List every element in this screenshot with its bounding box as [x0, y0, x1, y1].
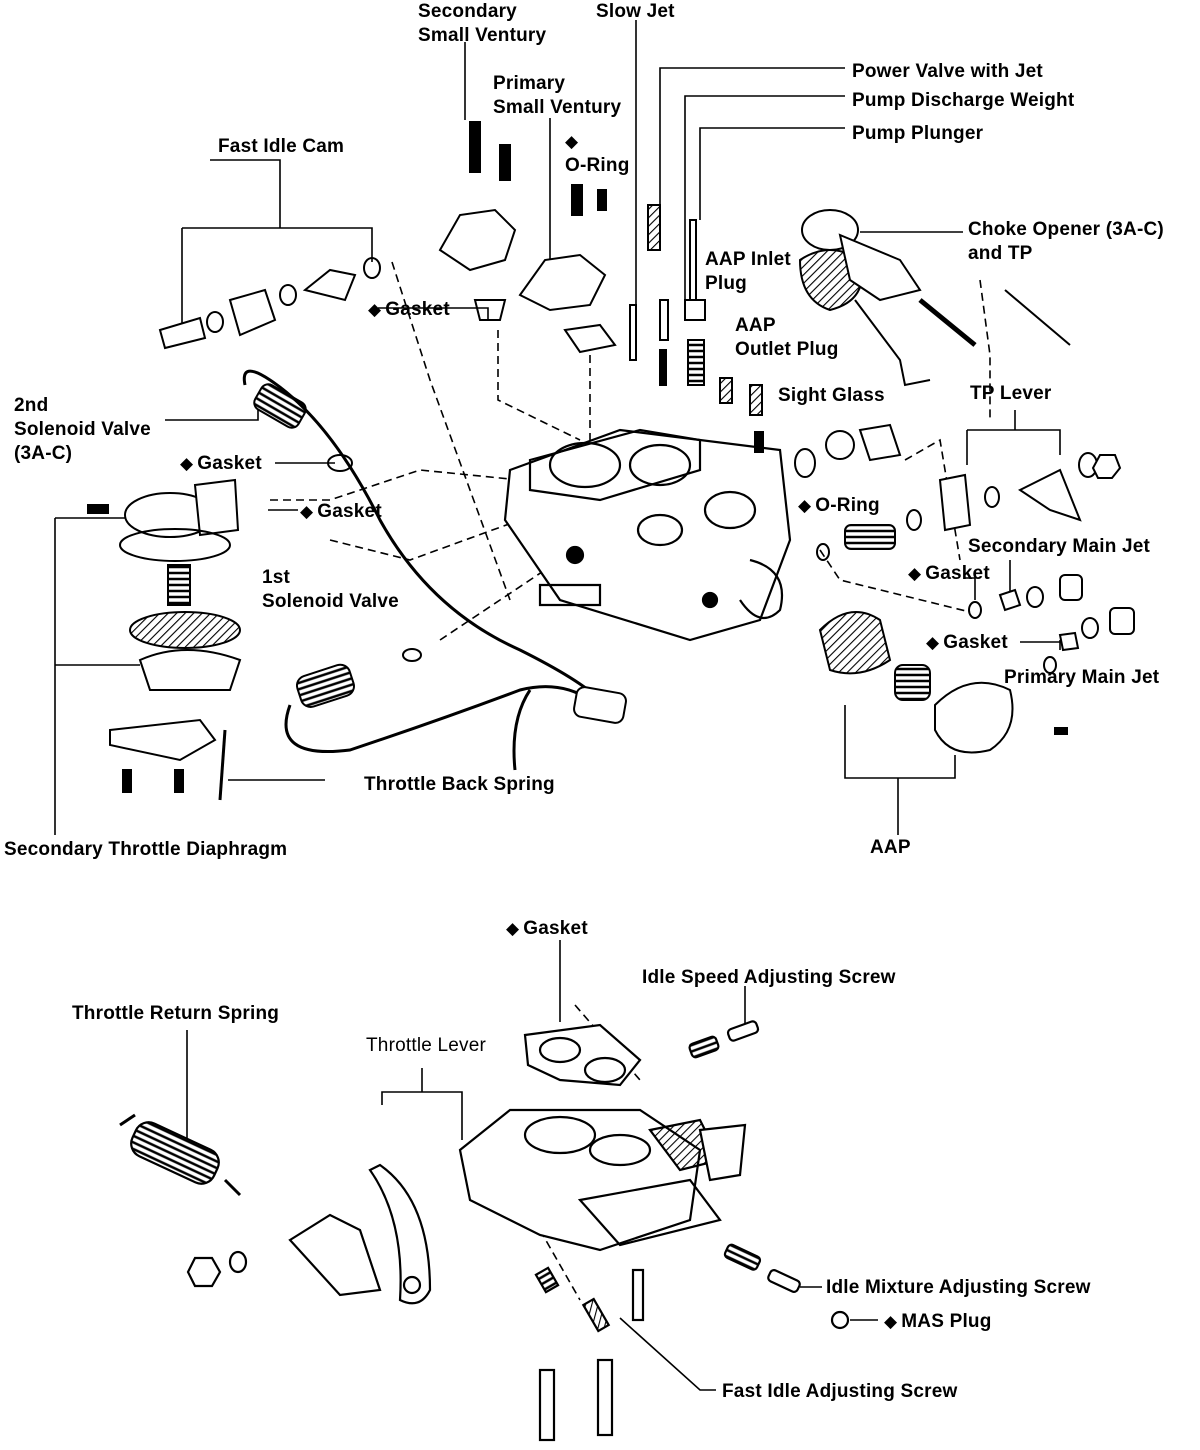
label-pump-discharge-weight: Pump Discharge Weight — [852, 90, 1075, 111]
diamond-icon: ◆ — [908, 564, 922, 583]
label-2nd-solenoid-valve: 2nd Solenoid Valve (3A-C) — [14, 395, 151, 464]
label-1st-solenoid-valve: 1st Solenoid Valve — [262, 567, 399, 612]
label-sight-glass: Sight Glass — [778, 385, 885, 406]
carburetor-body — [503, 428, 792, 642]
label-primary-small-venturi: Primary Small Ventury — [493, 73, 622, 118]
throttle-body-assembly — [119, 1020, 850, 1442]
label-mas-plug: ◆MAS Plug — [884, 1311, 992, 1332]
small-parts-top — [438, 121, 764, 453]
label-throttle-lever: Throttle Lever — [366, 1035, 487, 1056]
label-gasket-left-1: ◆Gasket — [180, 453, 262, 474]
label-gasket-top: ◆Gasket — [368, 299, 450, 320]
label-primary-main-jet: Primary Main Jet — [1004, 667, 1160, 688]
solenoid-valves — [242, 369, 627, 771]
label-fast-idle-cam: Fast Idle Cam — [218, 136, 345, 157]
label-throttle-back-spring: Throttle Back Spring — [364, 774, 555, 795]
secondary-diaphragm-assembly — [87, 478, 242, 801]
label-idle-speed-adjusting-screw: Idle Speed Adjusting Screw — [642, 967, 896, 988]
diamond-icon: ◆ — [368, 300, 382, 319]
label-power-valve-with-jet: Power Valve with Jet — [852, 61, 1043, 82]
label-choke-opener: Choke Opener (3A-C) and TP — [968, 219, 1164, 264]
label-o-ring-mid: ◆O-Ring — [798, 495, 880, 516]
right-side-parts — [794, 423, 1135, 754]
diamond-icon: ◆ — [884, 1312, 898, 1331]
fast-idle-cam-parts — [158, 257, 381, 350]
diamond-icon: ◆ — [506, 919, 520, 938]
label-secondary-main-jet: Secondary Main Jet — [968, 536, 1151, 557]
label-secondary-small-venturi: Secondary Small Ventury — [418, 1, 547, 46]
choke-opener — [798, 209, 1071, 387]
label-fast-idle-adjusting-screw: Fast Idle Adjusting Screw — [722, 1381, 958, 1402]
label-idle-mixture-adjusting-screw: Idle Mixture Adjusting Screw — [826, 1277, 1091, 1298]
label-o-ring-top: ◆ O-Ring — [565, 132, 630, 176]
diamond-icon: ◆ — [565, 132, 579, 151]
label-gasket-right-1: ◆Gasket — [908, 563, 990, 584]
label-aap: AAP — [870, 837, 911, 858]
label-throttle-return-spring: Throttle Return Spring — [72, 1003, 280, 1024]
label-gasket-right-2: ◆Gasket — [926, 632, 1008, 653]
label-gasket-bottom: ◆Gasket — [506, 918, 588, 939]
leader-lines — [54, 20, 1061, 1391]
diamond-icon: ◆ — [798, 496, 812, 515]
diamond-icon: ◆ — [180, 454, 194, 473]
diamond-icon: ◆ — [926, 633, 940, 652]
label-gasket-left-2: ◆Gasket — [300, 501, 382, 522]
label-aap-inlet-plug: AAP Inlet Plug — [705, 249, 791, 294]
diamond-icon: ◆ — [300, 502, 314, 521]
label-aap-outlet-plug: AAP Outlet Plug — [735, 315, 839, 360]
label-secondary-throttle-diaphragm: Secondary Throttle Diaphragm — [4, 839, 288, 860]
label-tp-lever: TP Lever — [970, 383, 1052, 404]
label-pump-plunger: Pump Plunger — [852, 123, 984, 144]
label-slow-jet: Slow Jet — [596, 1, 675, 22]
